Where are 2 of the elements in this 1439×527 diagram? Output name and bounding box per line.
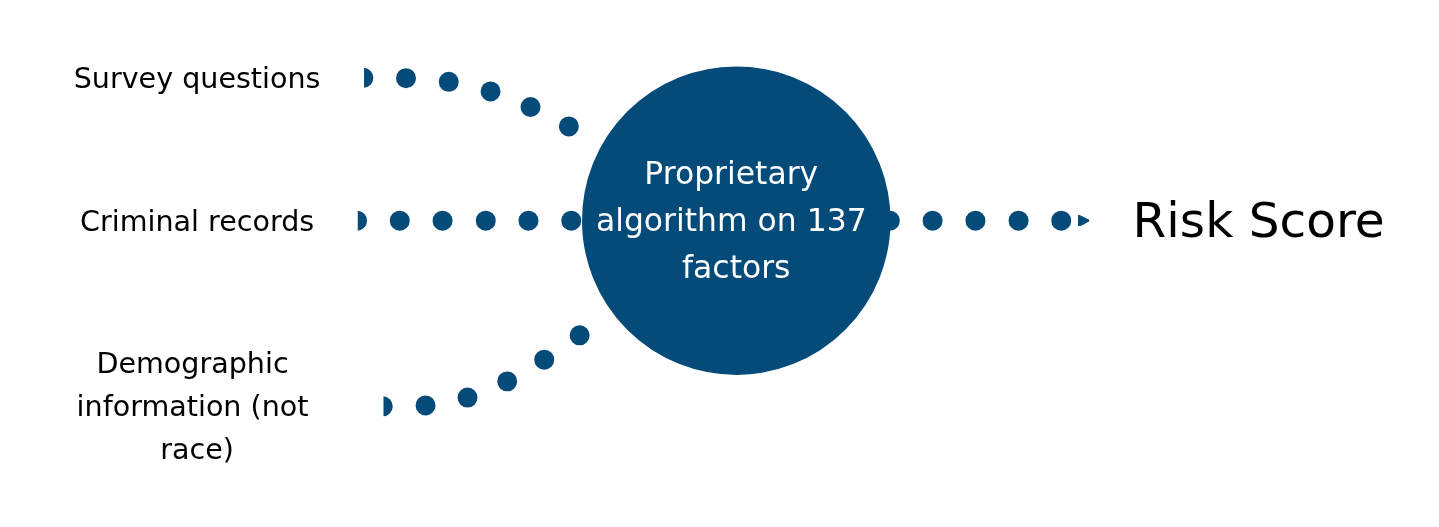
node-circle: Proprietary algorithm on 137 factors xyxy=(582,66,891,375)
node-text: Risk Score xyxy=(1132,191,1385,249)
